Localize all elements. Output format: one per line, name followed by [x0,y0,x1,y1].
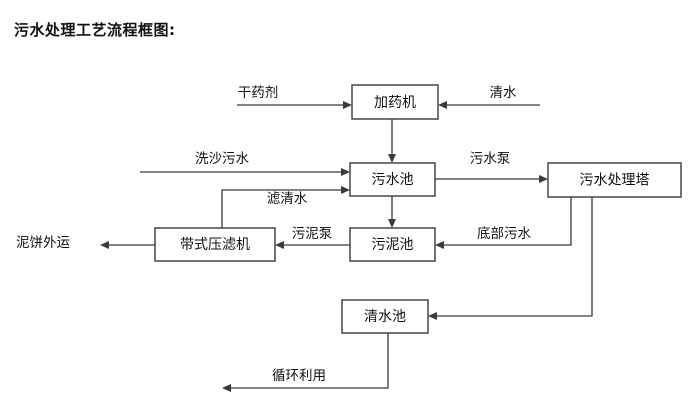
flow-sand-wash-to-wastewater-pool [140,168,350,176]
flow-clean-water-to-dosing [438,101,540,109]
flow-wastewater-pool-to-sludge-pool [388,196,396,228]
page-title: 污水处理工艺流程框图: [14,21,176,39]
flow-dry-chemical-to-dosing [237,101,352,109]
flow-press-to-mud-cake [100,241,155,249]
terminal-label-clean-water-input: 清水 [490,85,518,101]
node-belt-filter-press[interactable]: 带式压滤机 [154,227,276,262]
flow-tower-to-clear-water-pool [428,197,593,320]
node-label-clear-water-pool: 清水池 [364,309,406,325]
node-label-sludge-pool: 污泥池 [372,237,414,253]
terminal-label-dry-chemical: 干药剂 [238,85,279,101]
node-label-wastewater-pool: 污水池 [372,172,414,188]
flow-filtered-water-to-wastewater-pool [221,186,350,228]
flow-clear-water-pool-recycle [222,333,389,392]
flow-wastewater-pool-to-tower [435,175,548,183]
edge-label-recycle-reuse: 循环利用 [272,368,326,384]
node-wastewater-pool[interactable]: 污水池 [349,162,436,197]
node-sludge-pool[interactable]: 污泥池 [349,227,436,262]
edge-label-bottom-sewage: 底部污水 [477,226,531,242]
flow-dosing-to-wastewater-pool [388,119,396,163]
nodes-layer: 加药机 污水池 污水处理塔 带式压滤机 污泥池 清水池 [154,84,682,334]
terminal-label-mud-cake-transport: 泥饼外运 [16,235,70,251]
node-treatment-tower[interactable]: 污水处理塔 [547,162,682,198]
flow-sludge-pool-to-press [275,241,350,249]
edge-label-sewage-pump: 污水泵 [470,151,511,167]
edge-label-filtered-water: 滤清水 [267,191,308,207]
terminal-label-sand-wash-sewage: 洗沙污水 [195,151,249,167]
edge-label-sludge-pump: 污泥泵 [292,226,333,242]
node-clear-water-pool[interactable]: 清水池 [341,299,429,334]
edges-layer [100,101,593,392]
node-label-dosing-machine: 加药机 [374,95,416,111]
node-label-treatment-tower: 污水处理塔 [580,173,650,189]
node-label-belt-filter-press: 带式压滤机 [180,237,250,253]
node-dosing-machine[interactable]: 加药机 [351,84,439,120]
edge-labels-layer: 污水泵 滤清水 污泥泵 底部污水 循环利用 [267,151,532,384]
terminal-labels-layer: 干药剂 清水 洗沙污水 泥饼外运 [16,85,517,251]
flow-tower-to-sludge-pool [435,197,572,249]
